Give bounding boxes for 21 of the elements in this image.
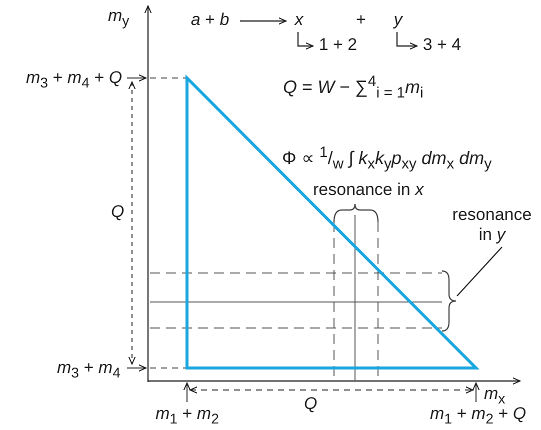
decay-products: 1 + 2	[313, 35, 363, 57]
arrow	[396, 32, 418, 50]
leader-line	[456, 246, 502, 296]
tick-label: m$_{3}$ + m$_{4}$	[57, 358, 120, 384]
reaction-term: a + b	[188, 10, 232, 32]
dimension-label: Q	[111, 202, 124, 222]
decay-products: 3 + 4	[417, 35, 467, 57]
axis-label: m$_{y}$	[108, 6, 130, 32]
callout-text: resonance in y	[446, 205, 538, 247]
equation: Q = W − ∑$^{4}$$_{i = 1}$m$_{i}$	[283, 72, 424, 104]
reaction-term: y	[391, 10, 405, 32]
plus-sign: +	[356, 10, 366, 30]
arrow	[240, 17, 287, 25]
dimension-label: Q	[304, 394, 318, 414]
annotation: resonance in x	[313, 180, 424, 200]
arrow	[297, 32, 314, 50]
brace	[441, 270, 457, 332]
tick-label: m$_{1}$ + m$_{2}$	[156, 404, 219, 430]
equation: Φ ∝ $^{1}$/$_{w}$ ∫ k$_{x}$k$_{y}$p$_{xy}$ dm$_{x}$ dm$_{y}$	[282, 143, 492, 175]
tick-label: m$_{3}$ + m$_{4}$ + Q	[26, 68, 122, 94]
reaction-term: x	[292, 10, 306, 32]
